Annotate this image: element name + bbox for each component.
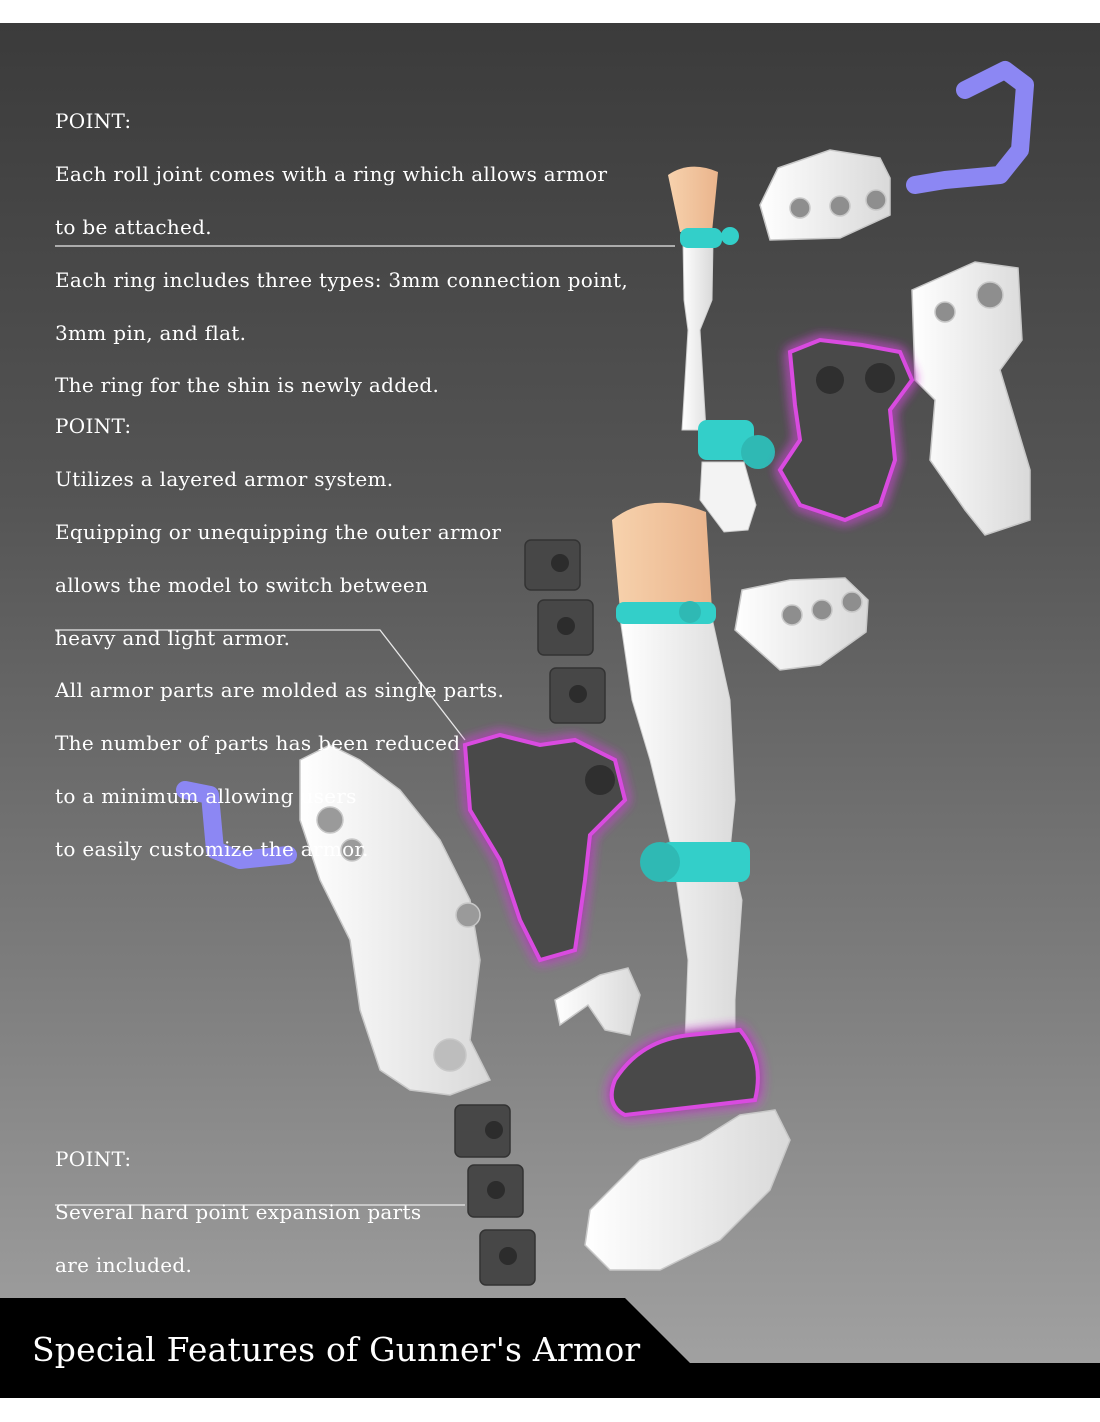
point-line: to be attached. bbox=[55, 215, 212, 240]
point-line: are included. bbox=[55, 1253, 193, 1278]
point-block-1: POINT: Each roll joint comes with a ring… bbox=[55, 82, 628, 425]
point-heading-2: POINT: bbox=[55, 414, 132, 439]
point-line: allows the model to switch between bbox=[55, 572, 429, 597]
arm-ring-upper bbox=[680, 228, 722, 248]
thigh-skin bbox=[612, 502, 712, 610]
point-line: All armor parts are molded as single par… bbox=[55, 678, 505, 703]
leg-stocking bbox=[619, 617, 743, 1041]
point-heading-1: POINT: bbox=[55, 109, 132, 134]
point-block-2: POINT: Utilizes a layered armor system. … bbox=[55, 387, 504, 889]
wrist-ring bbox=[698, 420, 754, 460]
point-line: The ring for the shin is newly added. bbox=[55, 373, 440, 398]
point-line: Each ring includes three types: 3mm conn… bbox=[55, 267, 628, 292]
point-line: 3mm pin, and flat. bbox=[55, 320, 247, 345]
white-arm-armor bbox=[299, 744, 492, 1096]
point-line: to a minimum allowing users bbox=[55, 784, 357, 809]
footer-banner bbox=[0, 1298, 1100, 1398]
hand bbox=[699, 461, 757, 533]
upper-arm-shoulder bbox=[668, 166, 718, 232]
shoe-highlight bbox=[609, 1027, 760, 1118]
arm-sleeve bbox=[681, 239, 714, 431]
white-small-piece bbox=[554, 967, 641, 1036]
point-line: to easily customize the armor. bbox=[55, 836, 369, 861]
shin-ring bbox=[660, 842, 750, 882]
model-parts-illustration bbox=[0, 61, 1100, 1398]
white-shoulder-armor bbox=[911, 261, 1031, 536]
feature-panel: POINT: Each roll joint comes with a ring… bbox=[0, 23, 1100, 1398]
point-block-3: POINT: Several hard point expansion part… bbox=[55, 1120, 421, 1305]
point-line: Each roll joint comes with a ring which … bbox=[55, 162, 608, 187]
peg-4 bbox=[454, 1104, 511, 1158]
point-line: Utilizes a layered armor system. bbox=[55, 467, 394, 492]
point-heading-3: POINT: bbox=[55, 1147, 132, 1172]
point-line: The number of parts has been reduced bbox=[55, 731, 461, 756]
white-parts bbox=[299, 149, 1031, 1271]
white-block-top bbox=[759, 149, 891, 241]
footer-title: Special Features of Gunner's Armor bbox=[32, 1330, 641, 1369]
purple-frame-left bbox=[176, 781, 297, 869]
white-block-mid bbox=[734, 577, 869, 671]
leg-figure bbox=[609, 502, 760, 1118]
purple-frame-top bbox=[906, 61, 1034, 194]
thigh-ring bbox=[616, 602, 716, 624]
dark-elbow-armor bbox=[777, 337, 915, 523]
dark-arm-armor bbox=[462, 732, 628, 963]
point-line: heavy and light armor. bbox=[55, 625, 291, 650]
leader-lines bbox=[55, 245, 675, 1206]
leader-line-2 bbox=[55, 629, 466, 741]
point-line: Equipping or unequipping the outer armor bbox=[55, 520, 502, 545]
white-shoe-armor bbox=[584, 1109, 791, 1271]
dark-pegs bbox=[454, 539, 606, 1286]
arm-figure bbox=[668, 166, 775, 533]
point-line: Several hard point expansion parts bbox=[55, 1200, 422, 1225]
shoe bbox=[609, 1027, 760, 1118]
